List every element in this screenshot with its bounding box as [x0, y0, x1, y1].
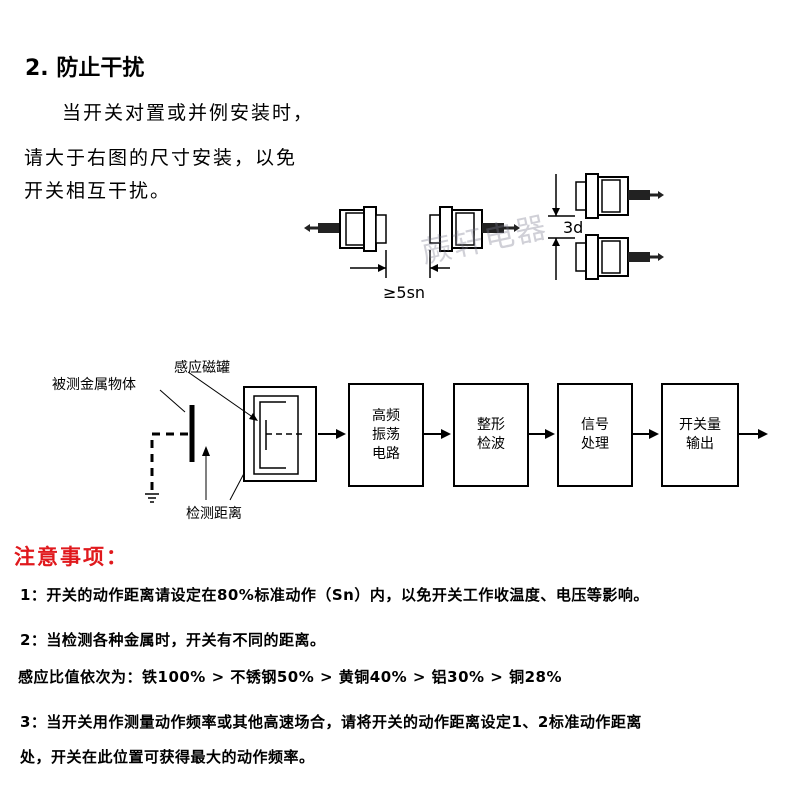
notice-item-1: 1：开关的动作距离请设定在80%标准动作（Sn）内，以免开关工作收温度、电压等影… — [20, 586, 649, 604]
instruction-line-3: 开关相互干扰。 — [24, 180, 172, 202]
spacing-dimension-label: 3d — [563, 218, 584, 237]
block-switch-output: 开关量 输出 — [661, 383, 739, 487]
section-title: 2. 防止干扰 — [25, 56, 145, 81]
notice-item-3-continued: 处，开关在此位置可获得最大的动作频率。 — [20, 748, 315, 766]
sensor-bottom-right — [575, 234, 664, 280]
sensor-top-right — [575, 173, 664, 219]
notice-ratio-line: 感应比值依次为：铁100% > 不锈钢50% > 黄铜40% > 铝30% > … — [18, 668, 563, 686]
block-signal-processing: 信号 处理 — [557, 383, 633, 487]
notice-item-2: 2：当检测各种金属时，开关有不同的距离。 — [20, 631, 326, 649]
gap-dimension-label: ≥5sn — [383, 283, 426, 302]
target-object-label: 被测金属物体 — [52, 377, 136, 393]
notice-title: 注意事项： — [14, 545, 129, 569]
notice-item-3: 3：当开关用作测量动作频率或其他高速场合，请将开关的动作距离设定1、2标准动作距… — [20, 713, 642, 731]
sensor-middle — [429, 206, 520, 252]
block-shaping-detection: 整形 检波 — [453, 383, 529, 487]
detection-distance-label: 检测距离 — [186, 506, 242, 522]
mounting-illustration — [304, 173, 664, 280]
instruction-line-2: 请大于右图的尺寸安装，以免 — [24, 147, 298, 169]
block-oscillator: 高频 振荡 电路 — [348, 383, 424, 487]
instruction-line-1: 当开关对置或并例安装时， — [62, 102, 315, 124]
sensor-left — [304, 206, 387, 252]
block-diagram-lines — [145, 371, 768, 503]
sensing-pot-label: 感应磁罐 — [174, 360, 230, 376]
